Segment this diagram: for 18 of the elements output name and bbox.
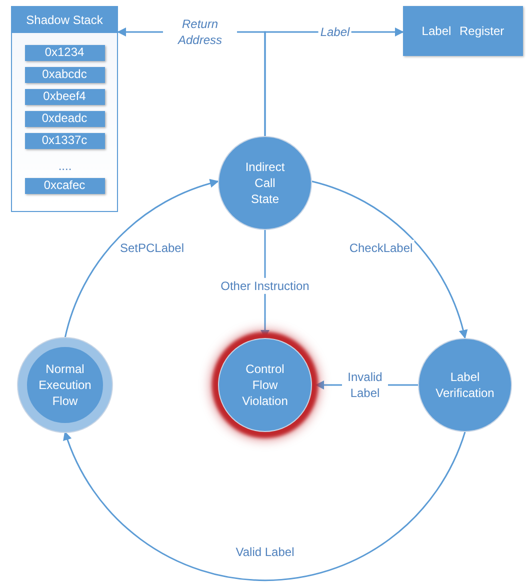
state-circle: Normal Execution Flow [18, 338, 112, 432]
stack-entry: 0xcafec [24, 178, 104, 194]
violation-state-circle: Control Flow Violation [218, 338, 312, 432]
stack-entry: 0xabcdc [24, 66, 104, 82]
arrow [64, 431, 466, 581]
shadow-stack-panel [11, 6, 118, 212]
stack-entry: 0xdeadc [24, 110, 104, 126]
ellipsis-text: .... [58, 159, 72, 173]
arrow [64, 179, 219, 338]
stack-entry: 0xbeef4 [24, 88, 104, 104]
stack-header: Shadow Stack [12, 7, 117, 33]
stack-entry: 0x1337c [24, 132, 104, 148]
edge-label: Other Instruction [218, 278, 312, 294]
stack-entry: 0x1234 [24, 44, 104, 60]
register-box: Label Register [403, 6, 523, 56]
state-circle: Label Verification [418, 338, 512, 432]
state-circle: Indirect Call State [218, 136, 312, 230]
arrow [312, 180, 468, 339]
